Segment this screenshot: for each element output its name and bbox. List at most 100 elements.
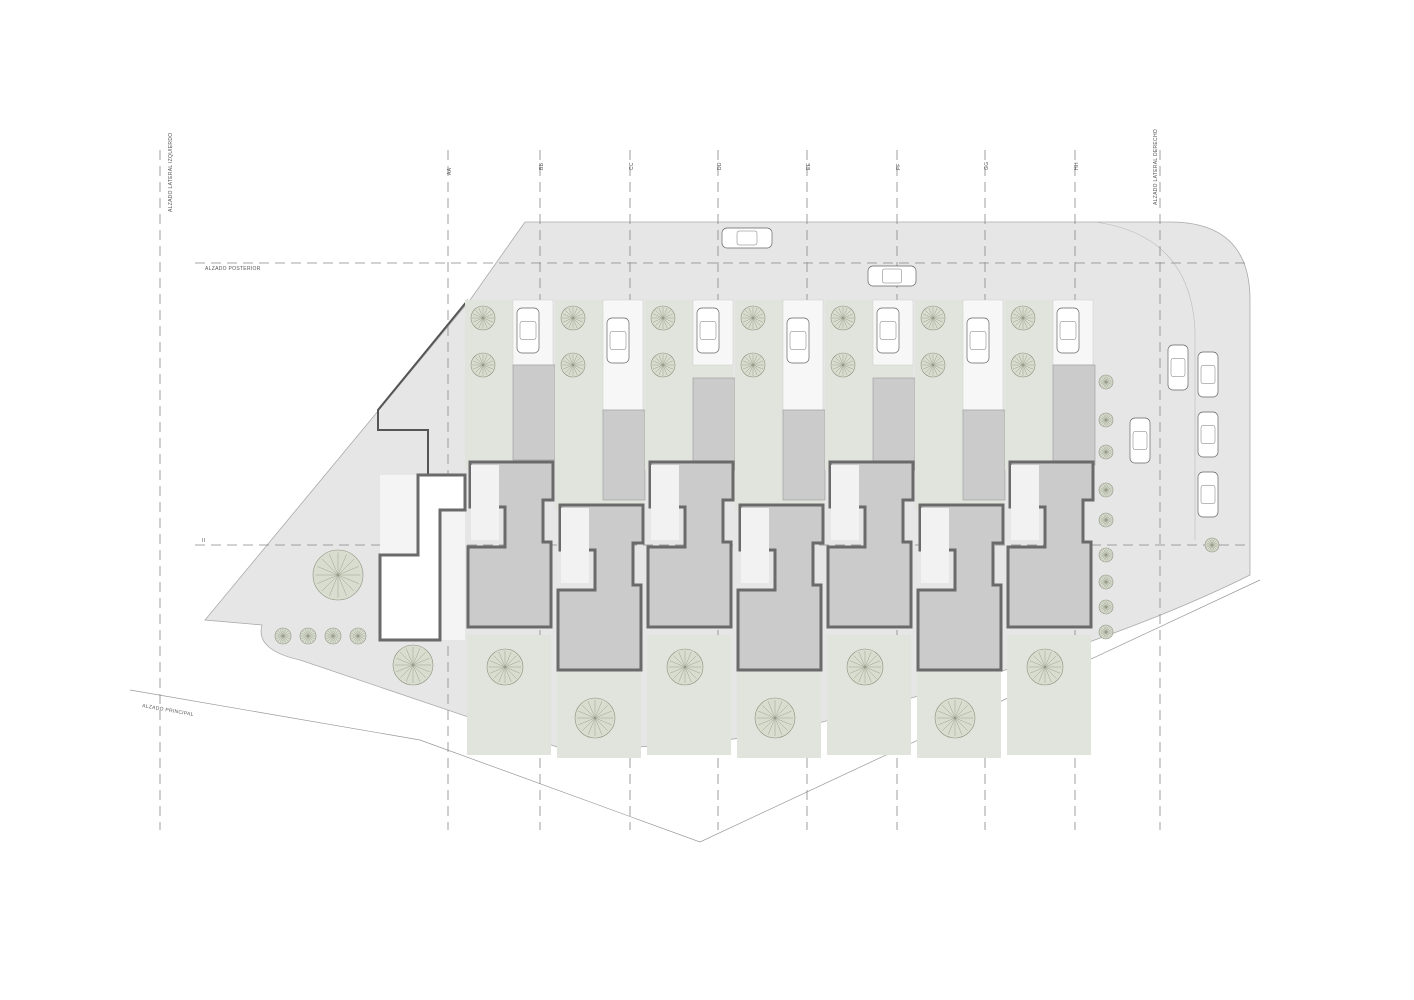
- tree-branch: [655, 317, 664, 326]
- tree-branch: [1100, 554, 1107, 558]
- tree-branch: [832, 360, 844, 366]
- tree-branch: [1101, 606, 1107, 612]
- tree-branch: [1207, 540, 1213, 546]
- tree-branch: [504, 666, 517, 679]
- housing-unit: [825, 299, 916, 755]
- tree-branch: [925, 357, 934, 366]
- tree: [1098, 599, 1114, 615]
- tree-branch: [1101, 554, 1107, 560]
- upper-volume: [1052, 364, 1096, 466]
- section-label-hh: HH: [1074, 162, 1080, 170]
- tree-branch: [1101, 627, 1107, 633]
- tree-branch: [355, 629, 359, 637]
- tree-branch: [864, 666, 872, 683]
- tree-branch: [932, 307, 938, 319]
- terrace: [1011, 465, 1039, 540]
- tree-branch: [864, 655, 877, 668]
- tree-branch: [1105, 519, 1111, 525]
- elevation-front-label: ALZADO PRINCIPAL: [142, 703, 194, 718]
- car-roof: [1170, 358, 1186, 377]
- tree-branch: [412, 648, 421, 666]
- tree-branch: [582, 717, 596, 731]
- tree-branch: [662, 317, 671, 326]
- tree-branch: [662, 364, 668, 376]
- terrace: [921, 508, 949, 583]
- tree-branch: [1100, 579, 1107, 583]
- tree-branch: [842, 313, 854, 319]
- tree: [740, 352, 766, 378]
- tree-branch: [853, 666, 866, 679]
- tree: [830, 305, 856, 331]
- tree-branch: [1022, 364, 1028, 376]
- car: [516, 307, 540, 354]
- tree-branch: [1105, 606, 1112, 610]
- tree-branch: [1211, 540, 1217, 546]
- car-body: [606, 317, 630, 364]
- tree-branch: [928, 307, 934, 319]
- tree-branch: [1103, 519, 1107, 526]
- tree-branch: [568, 354, 574, 366]
- tree-branch: [842, 364, 854, 370]
- tree-branch: [321, 558, 339, 576]
- tree-branch: [864, 651, 872, 668]
- tree: [1098, 482, 1114, 498]
- tree-branch: [1012, 364, 1024, 370]
- tree-branch: [357, 629, 361, 637]
- tree-branch: [355, 635, 359, 643]
- tree-branch: [482, 317, 491, 326]
- tree-branch: [745, 317, 754, 326]
- tree-branch: [1105, 579, 1112, 583]
- tree-branch: [748, 354, 754, 366]
- tree-branch: [1103, 381, 1107, 388]
- tree-branch: [1105, 552, 1112, 556]
- tree-branch: [594, 717, 603, 735]
- tree-branch: [400, 664, 414, 678]
- tree: [920, 305, 946, 331]
- tree-branch: [475, 310, 484, 319]
- tree-branch: [1105, 627, 1111, 633]
- tree-branch: [942, 717, 956, 731]
- tree-branch: [572, 317, 581, 326]
- tree-branch: [752, 317, 758, 329]
- tree-branch: [572, 317, 578, 329]
- tree-branch: [1101, 519, 1107, 525]
- tree-branch: [838, 354, 844, 366]
- tree-branch: [842, 317, 851, 326]
- tree-branch: [396, 664, 414, 673]
- tree-branch: [332, 630, 339, 637]
- terrace: [471, 465, 499, 540]
- tree-branch: [1105, 379, 1112, 383]
- housing-unit: [915, 299, 1006, 758]
- tree-branch: [1105, 602, 1111, 608]
- tree-branch: [758, 717, 776, 726]
- tree-branch: [1105, 554, 1109, 561]
- tree-branch: [1033, 666, 1046, 679]
- tree-branch: [774, 717, 792, 726]
- tree-branch: [954, 717, 968, 731]
- tree-branch: [337, 554, 347, 576]
- tree-branch: [405, 664, 414, 682]
- tree: [666, 648, 704, 686]
- tree-branch: [684, 666, 701, 674]
- tree-branch: [1103, 601, 1107, 608]
- tree-branch: [922, 317, 934, 323]
- tree-branch: [412, 664, 421, 682]
- tree-branch: [1033, 655, 1046, 668]
- car: [1197, 471, 1219, 518]
- tree-branch: [357, 633, 365, 637]
- tree-branch: [1105, 519, 1112, 523]
- tree-branch: [1105, 549, 1109, 556]
- tree-branch: [1029, 666, 1046, 674]
- tree-branch: [1209, 539, 1213, 546]
- tree-branch: [842, 317, 848, 329]
- tree-branch: [678, 651, 686, 668]
- tree-branch: [752, 364, 764, 370]
- tree-branch: [832, 313, 844, 319]
- tree-branch: [1103, 576, 1107, 583]
- tree-branch: [1105, 581, 1109, 588]
- tree-branch: [1022, 357, 1031, 366]
- tree-branch: [412, 664, 426, 678]
- tree-branch: [1105, 581, 1111, 587]
- tree-branch: [932, 364, 941, 373]
- car-body: [966, 317, 990, 364]
